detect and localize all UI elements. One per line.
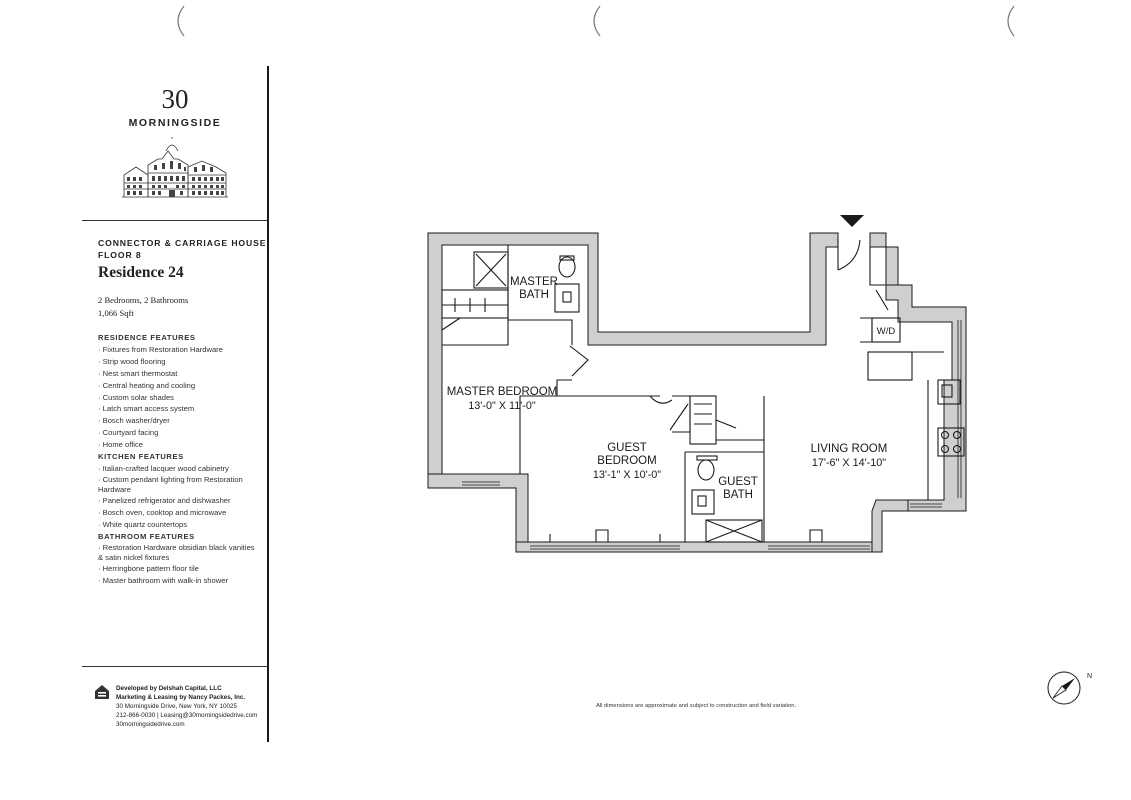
contact-footer: Developed by Delshah Capital, LLC Market…	[116, 684, 257, 729]
feature-item: · Central heating and cooling	[98, 380, 196, 390]
feature-item: · Custom pendant lighting from Restorati…	[98, 474, 243, 494]
address: 30 Morningside Drive, New York, NY 10025	[116, 703, 237, 710]
washer-dryer-label: W/D	[877, 326, 896, 337]
residence-summary: 2 Bedrooms, 2 Bathrooms 1,066 Sqft	[98, 294, 188, 320]
residence-features: RESIDENCE FEATURES · Fixtures from Resto…	[98, 332, 223, 451]
kitchen-features: KITCHEN FEATURES · Italian-crafted lacqu…	[98, 451, 248, 531]
feature-item: · White quartz countertops	[98, 519, 188, 529]
bathroom-features-heading: BATHROOM FEATURES	[98, 532, 195, 541]
building-line-1: CONNECTOR & CARRIAGE HOUSE	[98, 238, 267, 248]
punch-hole-mark	[593, 5, 601, 37]
entrance-marker	[840, 215, 864, 227]
guest-bedroom-label-2: BEDROOM	[597, 455, 656, 467]
footer-divider	[82, 666, 268, 667]
living-room-dims: 17'-6" X 14'-10"	[812, 457, 886, 469]
compass-north-label: N	[1087, 673, 1092, 680]
feature-item: · Bosch oven, cooktop and microwave	[98, 507, 227, 517]
feature-item: · Italian-crafted lacquer wood cabinetry	[98, 463, 229, 473]
master-bedroom-label: MASTER BEDROOM	[447, 386, 558, 398]
punch-hole-mark	[1007, 5, 1015, 37]
feature-item: · Strip wood flooring	[98, 356, 166, 366]
bathroom-features: BATHROOM FEATURES · Restoration Hardware…	[98, 531, 256, 587]
compass-icon	[1047, 671, 1081, 705]
guest-bedroom-dims: 13'-1" X 10'-0"	[593, 469, 661, 481]
residence-features-heading: RESIDENCE FEATURES	[98, 333, 196, 342]
developer-credit: Developed by Delshah Capital, LLC	[116, 685, 222, 692]
guest-bedroom-label-1: GUEST	[607, 442, 647, 454]
feature-item: · Fixtures from Restoration Hardware	[98, 344, 223, 354]
master-bath-label-2: BATH	[519, 289, 549, 301]
guest-bath-label-1: GUEST	[718, 476, 758, 488]
punch-hole-mark	[177, 5, 185, 37]
residence-rooms: 2 Bedrooms, 2 Bathrooms	[98, 295, 189, 305]
feature-item: · Herringbone pattern floor tile	[98, 563, 199, 573]
feature-item: · Master bathroom with walk-in shower	[98, 575, 228, 585]
master-bath-label-1: MASTER	[510, 276, 558, 288]
brand-name: MORNINGSIDE	[128, 117, 222, 129]
contact-line: 212-866-0030 | Leasing@30morningsidedriv…	[116, 712, 258, 719]
exterior-walls	[427, 232, 967, 553]
equal-housing-icon	[95, 685, 109, 699]
master-bedroom-dims: 13'-0" X 11'-0"	[468, 400, 536, 412]
feature-item: · Bosch washer/dryer	[98, 416, 170, 426]
feature-item: · Nest smart thermostat	[98, 368, 178, 378]
marketing-credit: Marketing & Leasing by Nancy Packes, Inc…	[116, 694, 246, 701]
building-line-2: FLOOR 8	[98, 250, 142, 260]
building-illustration	[122, 137, 228, 198]
guest-bath-label-2: BATH	[723, 489, 753, 501]
feature-item: · Panelized refrigerator and dishwasher	[98, 495, 231, 505]
brand-number: 30	[161, 84, 189, 114]
building-heading: CONNECTOR & CARRIAGE HOUSE FLOOR 8	[98, 237, 266, 261]
header-divider	[82, 220, 268, 221]
feature-item: · Latch smart access system	[98, 404, 195, 414]
residence-size: 1,066 Sqft	[98, 308, 134, 318]
feature-item: · Home office	[98, 440, 144, 450]
feature-item: · Custom solar shades	[98, 392, 174, 402]
feature-item: · Restoration Hardware obsidian black va…	[98, 542, 255, 562]
website-link[interactable]: 30morningsidedrive.com	[116, 721, 185, 728]
residence-title: Residence 24	[98, 264, 184, 281]
living-room-label: LIVING ROOM	[811, 443, 888, 455]
kitchen-features-heading: KITCHEN FEATURES	[98, 452, 184, 461]
interior-walls	[441, 238, 965, 550]
sidebar-divider	[267, 66, 269, 742]
dimensions-disclaimer: All dimensions are approximate and subje…	[596, 703, 797, 709]
feature-item: · Courtyard facing	[98, 428, 159, 438]
